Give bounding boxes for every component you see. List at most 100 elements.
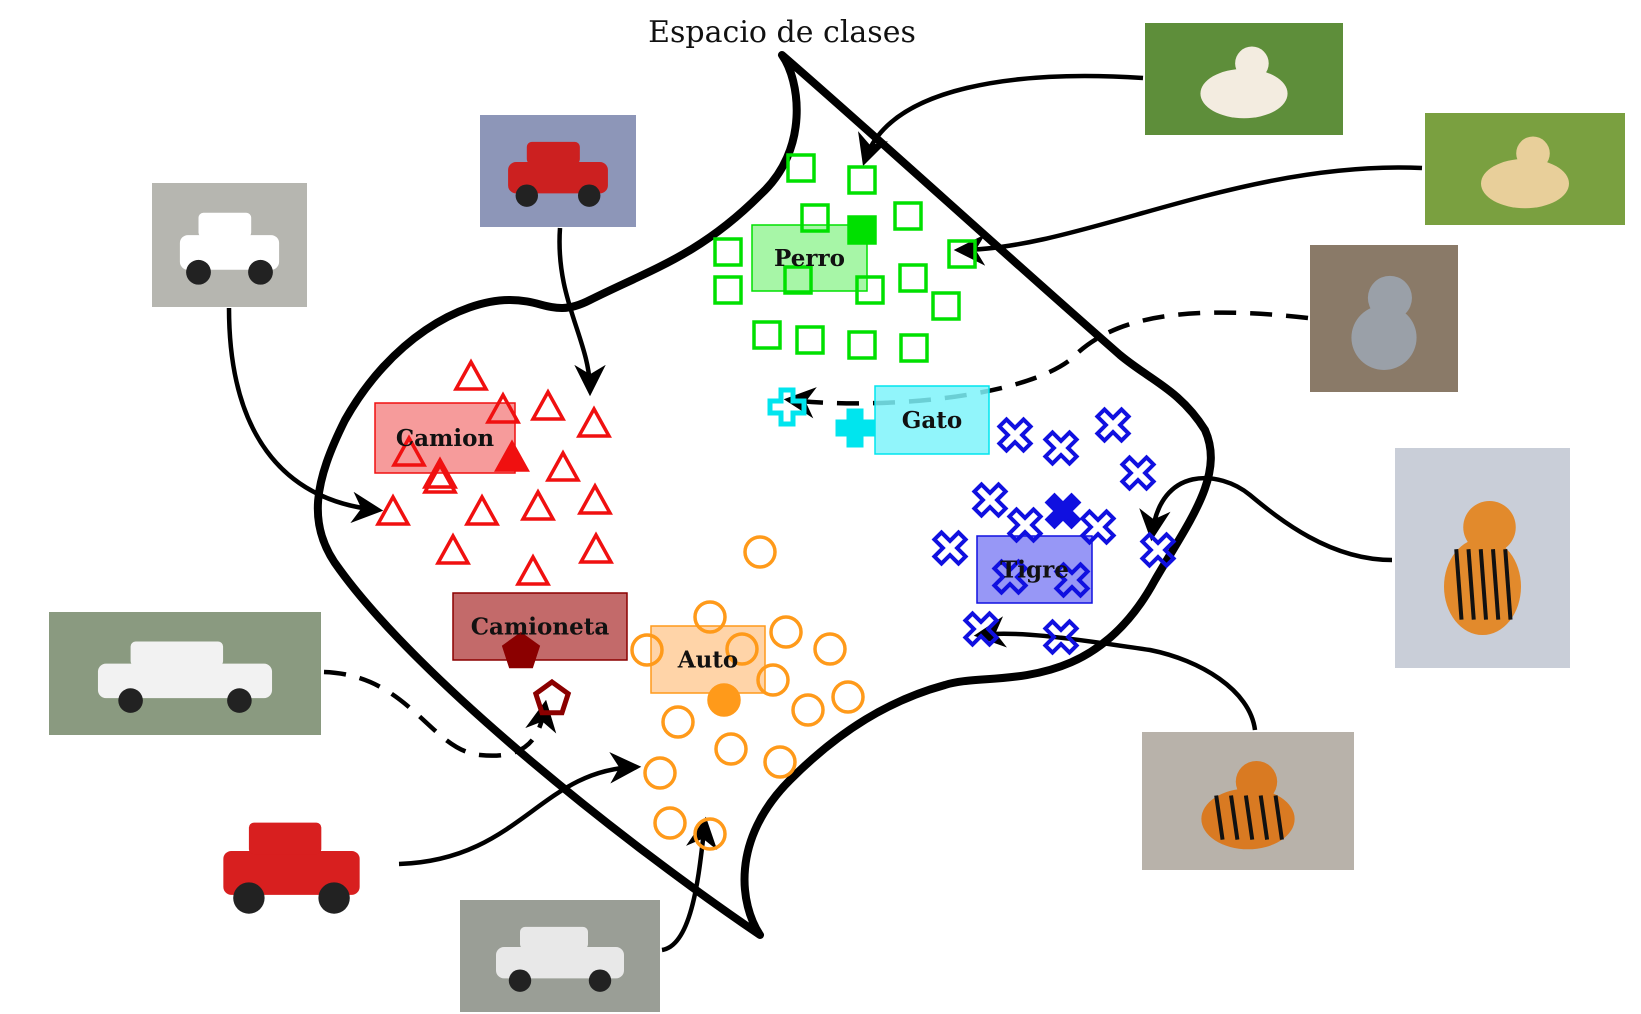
truck-photo-1 bbox=[152, 183, 307, 307]
auto-sample-14 bbox=[693, 817, 727, 851]
perro-sample-7 bbox=[713, 275, 743, 305]
marker-layer bbox=[375, 153, 1177, 851]
tigre-prototype-0 bbox=[1044, 492, 1082, 530]
camion-sample-11 bbox=[520, 488, 556, 521]
markers-gato bbox=[767, 387, 875, 448]
car-photo-1 bbox=[185, 785, 398, 942]
camion-sample-8 bbox=[577, 482, 613, 515]
arrow-tiger1 bbox=[1139, 475, 1393, 563]
gato-prototype-0 bbox=[835, 408, 875, 448]
perro-sample-8 bbox=[855, 275, 885, 305]
markers-camion bbox=[375, 358, 614, 586]
pickup-photo bbox=[49, 612, 321, 735]
car-photo-2-vehicle-body bbox=[496, 947, 624, 979]
photo-layer bbox=[49, 23, 1625, 1012]
cat-photo-animal-head bbox=[1367, 275, 1412, 320]
camion-sample-4 bbox=[391, 434, 427, 467]
perro-sample-9 bbox=[898, 263, 928, 293]
diagram-title: Espacio de clases bbox=[648, 15, 916, 50]
camion-sample-5 bbox=[422, 456, 458, 489]
car-photo-1-wheel-front bbox=[233, 882, 265, 914]
label-camion: Camion bbox=[396, 425, 495, 452]
auto-sample-4 bbox=[630, 633, 664, 667]
tiger-photo-1 bbox=[1395, 448, 1570, 668]
truck-photo-2-vehicle-body bbox=[508, 162, 608, 194]
truck-photo-2-wheel-front bbox=[515, 184, 538, 207]
camion-sample-14 bbox=[578, 531, 614, 564]
camion-sample-10 bbox=[464, 493, 500, 526]
tigre-sample-10 bbox=[1139, 531, 1177, 569]
tiger-photo-1-stripe bbox=[1503, 549, 1513, 620]
tigre-sample-7 bbox=[931, 529, 969, 567]
tiger-photo-1-stripe bbox=[1478, 549, 1488, 620]
tiger-photo-1-animal-head bbox=[1463, 500, 1516, 554]
tigre-sample-8 bbox=[991, 558, 1029, 596]
truck-photo-1-vehicle-cabin bbox=[198, 212, 252, 238]
truck-photo-2-wheel-rear bbox=[578, 184, 601, 207]
camion-sample-3 bbox=[485, 391, 521, 424]
car-photo-2 bbox=[460, 900, 660, 1012]
perro-sample-13 bbox=[847, 330, 877, 360]
auto-sample-8 bbox=[831, 680, 865, 714]
tiger-photo-1-stripe bbox=[1466, 549, 1476, 620]
car-photo-1-wheel-rear bbox=[318, 882, 350, 914]
auto-sample-6 bbox=[756, 663, 790, 697]
auto-sample-7 bbox=[791, 693, 825, 727]
label-box-camioneta bbox=[452, 592, 628, 661]
arrow-dog1 bbox=[858, 73, 1144, 166]
perro-sample-12 bbox=[795, 325, 825, 355]
tigre-sample-12 bbox=[1042, 618, 1080, 656]
tigre-sample-1 bbox=[1042, 429, 1080, 467]
perro-sample-2 bbox=[800, 203, 830, 233]
perro-sample-4 bbox=[713, 237, 743, 267]
camioneta-prototype-0 bbox=[501, 631, 541, 669]
label-box-gato bbox=[874, 385, 990, 455]
truck-photo-1-wheel-front bbox=[186, 259, 211, 285]
markers-auto bbox=[630, 535, 865, 851]
arrow-truck2 bbox=[557, 227, 606, 397]
camion-sample-12 bbox=[435, 532, 471, 565]
markers-tigre bbox=[931, 406, 1177, 656]
class-space-boundary bbox=[313, 51, 1215, 939]
tigre-sample-4 bbox=[971, 481, 1009, 519]
dog-photo-2-animal-head bbox=[1516, 136, 1550, 171]
label-tigre: Tigre bbox=[1000, 557, 1069, 584]
perro-sample-0 bbox=[786, 153, 816, 183]
tiger-photo-2-stripe bbox=[1214, 795, 1225, 840]
tiger-photo-2-animal-head bbox=[1235, 760, 1278, 803]
dog-photo-1 bbox=[1145, 23, 1343, 135]
perro-prototype-0 bbox=[847, 215, 877, 245]
car-photo-1-vehicle-cabin bbox=[248, 822, 322, 855]
label-box-auto bbox=[650, 625, 766, 694]
auto-sample-13 bbox=[653, 806, 687, 840]
dog-photo-1-animal-body bbox=[1200, 68, 1288, 119]
pickup-photo-vehicle-body bbox=[97, 663, 273, 699]
car-photo-1-vehicle-body bbox=[223, 850, 360, 895]
tiger-photo-2-stripe bbox=[1258, 795, 1270, 840]
car-photo-2-vehicle-cabin bbox=[520, 926, 588, 950]
cat-photo-animal-body bbox=[1351, 305, 1417, 370]
tiger-photo-2-stripe bbox=[1273, 795, 1284, 840]
auto-sample-3 bbox=[813, 632, 847, 666]
auto-prototype-0 bbox=[707, 683, 741, 717]
auto-sample-2 bbox=[769, 615, 803, 649]
truck-photo-2-vehicle-cabin bbox=[526, 141, 580, 165]
pickup-photo-wheel-front bbox=[118, 688, 143, 713]
label-auto: Auto bbox=[677, 647, 739, 674]
auto-sample-0 bbox=[743, 535, 777, 569]
markers-camioneta bbox=[501, 631, 572, 716]
car-photo-2-wheel-front bbox=[508, 969, 532, 992]
label-perro: Perro bbox=[774, 245, 845, 272]
markers-perro bbox=[713, 153, 977, 363]
perro-sample-11 bbox=[752, 320, 782, 350]
auto-sample-1 bbox=[693, 600, 727, 634]
gato-sample-0 bbox=[767, 387, 807, 427]
tigre-sample-2 bbox=[1094, 406, 1132, 444]
arrow-car1 bbox=[398, 752, 642, 867]
tiger-photo-1-stripe bbox=[1491, 549, 1501, 620]
camion-sample-13 bbox=[515, 553, 551, 586]
truck-photo-2 bbox=[480, 115, 636, 227]
pickup-photo-wheel-rear bbox=[227, 688, 252, 713]
